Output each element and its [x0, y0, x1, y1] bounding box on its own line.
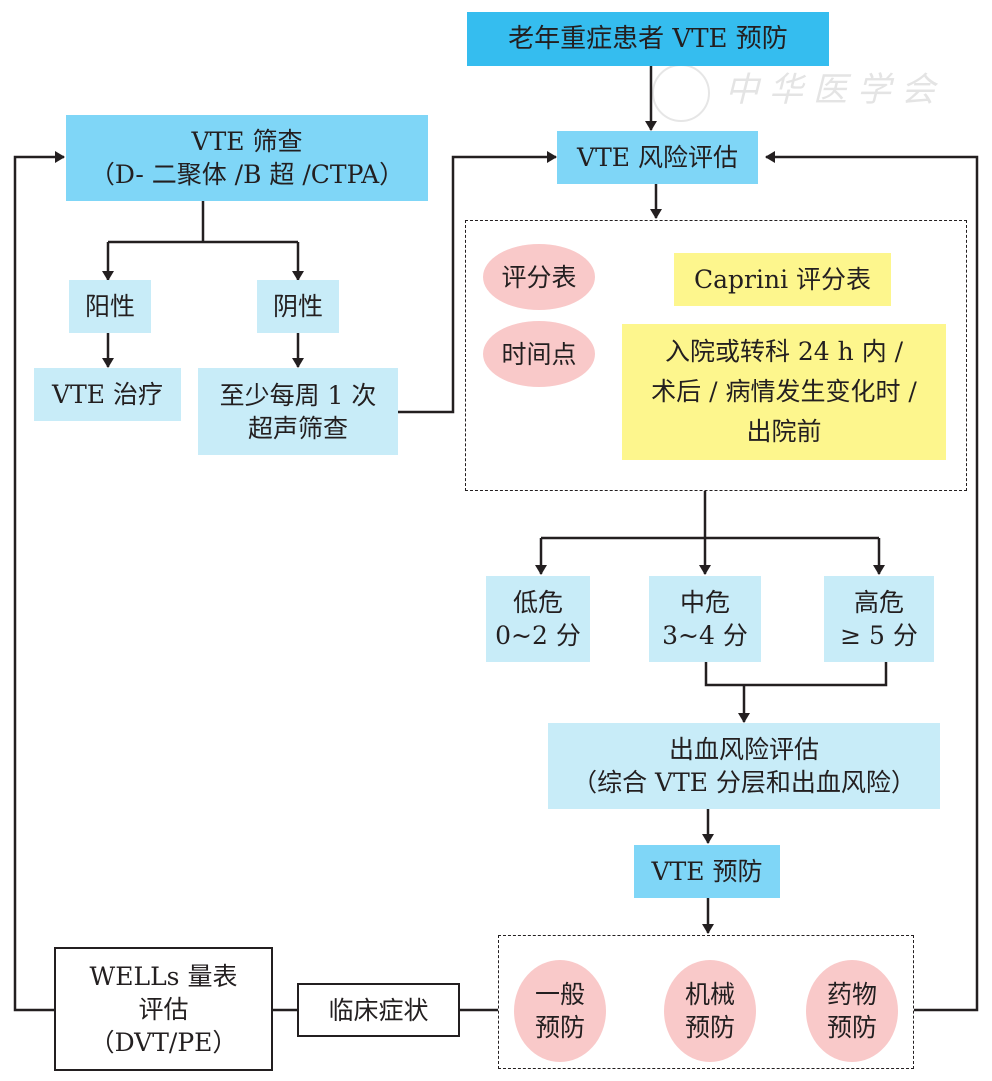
node-general-prevention: 一般 预防: [514, 960, 606, 1062]
node-symptoms: 临床症状: [297, 983, 460, 1037]
node-low-risk-line2: 0~2 分: [495, 621, 581, 650]
node-negative: 阴性: [257, 280, 339, 333]
arrow-loop-to-risk: [765, 151, 979, 1012]
node-treatment-label: VTE 治疗: [52, 380, 163, 409]
node-time-value-line2: 术后 / 病情发生变化时 /: [651, 377, 917, 406]
node-time-value: 入院或转科 24 h 内 / 术后 / 病情发生变化时 / 出院前: [622, 324, 946, 460]
node-start-label: 老年重症患者 VTE 预防: [508, 23, 788, 54]
node-bleeding: 出血风险评估 （综合 VTE 分层和出血风险）: [548, 723, 940, 809]
node-high-risk-line2: ≥ 5 分: [840, 621, 918, 650]
node-mechanical-prevention: 机械 预防: [664, 960, 756, 1062]
node-drug-line2: 预防: [826, 1013, 877, 1042]
node-time-value-line3: 出院前: [746, 417, 822, 446]
node-weekly-ultrasound: 至少每周 1 次 超声筛查: [198, 368, 398, 455]
watermark: 中华医学会: [725, 70, 945, 110]
node-low-risk: 低危 0~2 分: [486, 576, 590, 662]
node-drug-line1: 药物: [826, 980, 877, 1009]
node-screening-line2: （D- 二聚体 /B 超 /CTPA）: [89, 160, 405, 189]
node-wells: WELLs 量表 评估 （DVT/PE）: [54, 947, 273, 1071]
node-mechanical-line1: 机械: [684, 980, 735, 1009]
node-prevention: VTE 预防: [634, 845, 780, 898]
node-general-line2: 预防: [534, 1013, 585, 1042]
node-screening-line1: VTE 筛查: [191, 127, 303, 156]
node-wells-line2: 评估: [138, 994, 189, 1024]
node-positive: 阳性: [69, 280, 151, 333]
node-prevention-label: VTE 预防: [651, 857, 763, 886]
node-scale-label: 评分表: [483, 244, 595, 310]
node-scale-value-text: Caprini 评分表: [693, 265, 872, 294]
node-mid-risk-line1: 中危: [679, 588, 730, 617]
node-drug-prevention: 药物 预防: [806, 960, 898, 1062]
node-negative-label: 阴性: [272, 292, 323, 321]
node-positive-label: 阳性: [84, 292, 135, 321]
node-scale-value: Caprini 评分表: [674, 253, 891, 306]
line-mid-high-merge: [704, 662, 888, 687]
node-high-risk: 高危 ≥ 5 分: [824, 576, 934, 662]
assessment-group: [465, 220, 967, 491]
node-time-value-line1: 入院或转科 24 h 内 /: [664, 337, 904, 366]
node-weekly-ultrasound-line1: 至少每周 1 次: [219, 380, 377, 410]
node-weekly-ultrasound-line2: 超声筛查: [247, 413, 348, 443]
node-time-label-text: 时间点: [501, 339, 577, 369]
node-risk-assessment-label: VTE 风险评估: [577, 143, 738, 172]
arrow-ultrasound-to-risk: [398, 151, 557, 414]
node-wells-line1: WELLs 量表: [89, 961, 238, 991]
node-wells-line3: （DVT/PE）: [89, 1027, 238, 1057]
node-mid-risk-line2: 3~4 分: [662, 621, 748, 650]
node-bleeding-line2: （综合 VTE 分层和出血风险）: [572, 768, 916, 797]
node-scale-label-text: 评分表: [501, 262, 577, 292]
node-time-label: 时间点: [483, 321, 595, 387]
node-general-line1: 一般: [534, 980, 585, 1009]
node-mechanical-line2: 预防: [684, 1013, 735, 1042]
arrow-wells-to-screening: [13, 151, 65, 1012]
node-low-risk-line1: 低危: [512, 588, 563, 617]
node-treatment: VTE 治疗: [34, 368, 181, 421]
node-bleeding-line1: 出血风险评估: [668, 735, 819, 764]
node-mid-risk: 中危 3~4 分: [649, 576, 761, 662]
node-risk-assessment: VTE 风险评估: [557, 131, 758, 184]
node-symptoms-label: 临床症状: [328, 995, 429, 1025]
prevention-group: [498, 935, 914, 1069]
node-screening: VTE 筛查 （D- 二聚体 /B 超 /CTPA）: [66, 115, 428, 201]
node-start: 老年重症患者 VTE 预防: [467, 12, 829, 66]
node-high-risk-line1: 高危: [853, 588, 904, 617]
